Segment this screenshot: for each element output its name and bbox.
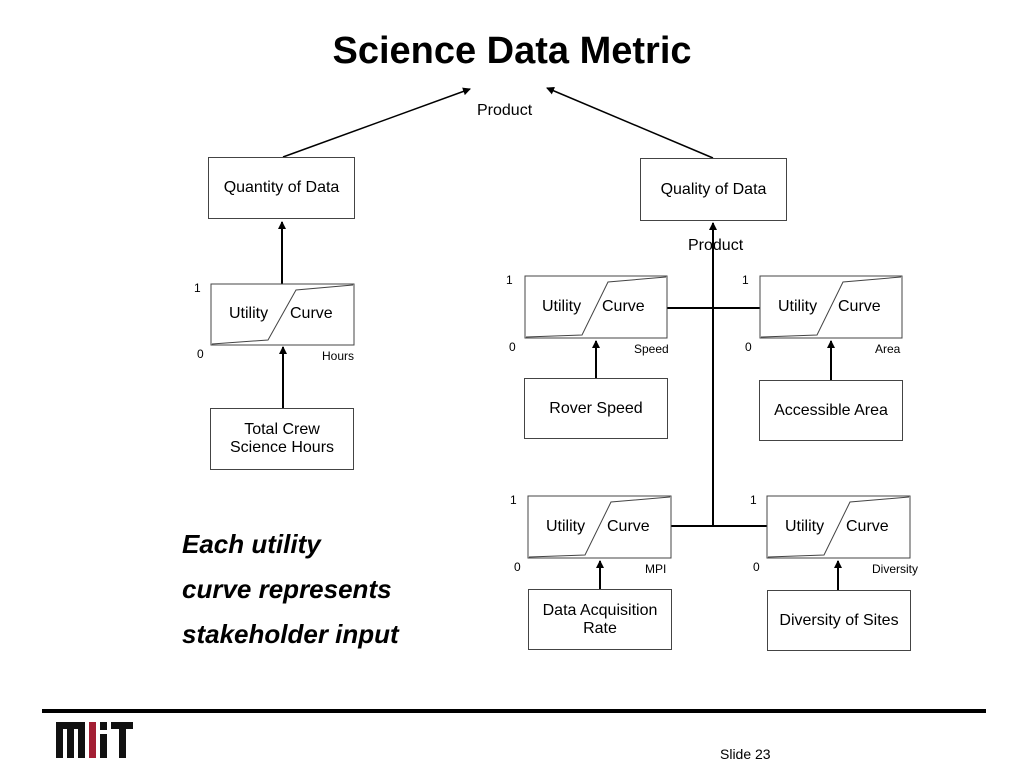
utility-label: Utility [785,518,825,535]
product-label-inner: Product [688,237,744,254]
mit-logo [56,722,133,758]
unit-hours: Hours [322,349,355,363]
utility-curve-area [759,275,903,339]
axis-min-label: 0 [197,347,204,361]
stakeholder-note: Each utility curve represents stakeholde… [182,522,399,657]
total-crew-science-hours-box: Total Crew Science Hours [210,408,354,470]
accessible-area-box: Accessible Area [759,380,903,441]
utility-curve-diversity [766,495,911,559]
quality-of-data-box: Quality of Data [640,158,787,221]
unit-area: Area [875,342,901,356]
utility-label: Utility [546,518,586,535]
utility-label: Utility [542,298,582,315]
utility-label: Utility [229,305,269,322]
curve-label: Curve [602,298,645,315]
utility-curve-speed [524,275,668,339]
diversity-of-sites-box: Diversity of Sites [767,590,911,651]
axis-min-label: 0 [753,560,760,574]
axis-max-label: 1 [750,493,757,507]
axis-max-label: 1 [510,493,517,507]
axis-min-label: 0 [745,340,752,354]
footer-rule [42,709,986,713]
slide-number: Slide 23 [720,746,771,762]
curve-label: Curve [846,518,889,535]
axis-max-label: 1 [506,273,513,287]
unit-diversity: Diversity [872,562,919,576]
axis-min-label: 0 [514,560,521,574]
unit-speed: Speed [634,342,669,356]
curve-label: Curve [838,298,881,315]
note-line-2: curve represents [182,574,392,604]
curve-label: Curve [290,305,333,322]
quantity-of-data-box: Quantity of Data [208,157,355,219]
product-label-top: Product [477,102,533,119]
note-line-3: stakeholder input [182,619,399,649]
axis-min-label: 0 [509,340,516,354]
utility-curve-mpi [527,495,672,559]
utility-curve-hours [210,283,355,346]
axis-max-label: 1 [194,281,201,295]
axis-max-label: 1 [742,273,749,287]
slide-title: Science Data Metric [332,30,692,72]
utility-label: Utility [778,298,818,315]
arrow-quantity-to-product [282,87,471,158]
arrow-quality-to-product [546,87,714,159]
unit-mpi: MPI [645,562,667,576]
curve-label: Curve [607,518,650,535]
rover-speed-box: Rover Speed [524,378,668,439]
note-line-1: Each utility [182,529,321,559]
data-acquisition-rate-box: Data Acquisition Rate [528,589,672,650]
